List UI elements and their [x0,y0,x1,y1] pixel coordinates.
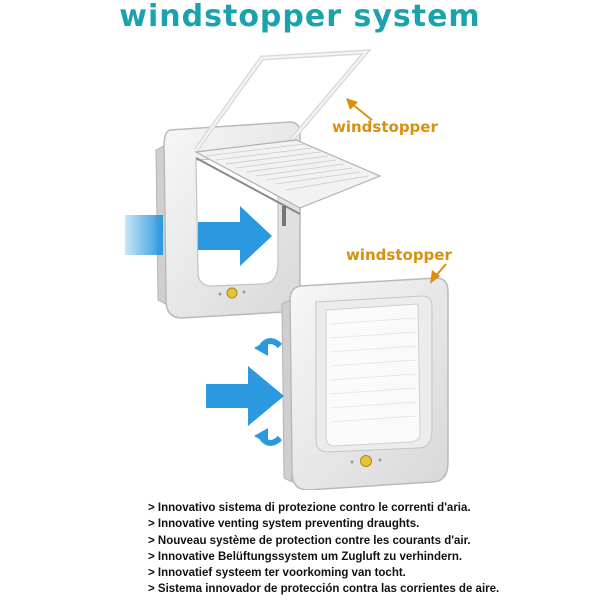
description-item-it: Innovativo sistema di protezione contro … [148,500,588,516]
callout-arrow-bottom [430,263,447,284]
product-illustration [125,49,449,490]
callout-arrow-top [346,98,373,121]
page-title: windstopper system [119,0,481,34]
description-item-es: Sistema innovador de protección contra l… [148,581,588,597]
airflow-arrows-top [125,206,272,266]
description-item-de: Innovative Belüftungssystem um Zugluft z… [148,549,588,565]
description-item-en: Innovative venting system preventing dra… [148,516,588,532]
callout-label-top: windstopper [332,118,438,136]
airflow-arrows-bottom [206,338,284,446]
description-item-fr: Nouveau système de protection contre les… [148,533,588,549]
callout-label-bottom: windstopper [346,246,452,264]
description-item-nl: Innovatief systeem ter voorkoming van to… [148,565,588,581]
cat-flap-open [155,49,382,319]
cat-flap-closed [281,277,449,490]
description-list: Innovativo sistema di protezione contro … [148,500,588,598]
